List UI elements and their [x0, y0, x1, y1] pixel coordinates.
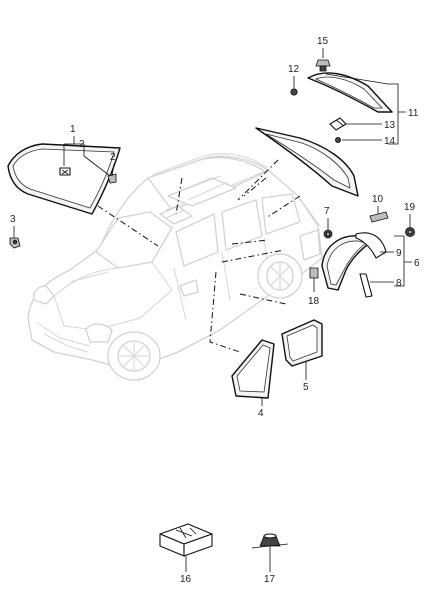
nut-part-15: [315, 59, 331, 72]
screw-part-19: [405, 227, 415, 237]
windshield-glass: [7, 143, 121, 215]
trim-strip: [359, 273, 373, 298]
callout-19: 19: [404, 202, 416, 213]
callout-13: 13: [384, 120, 396, 131]
adhesive-kit-box: [159, 523, 213, 557]
callout-12: 12: [288, 64, 300, 75]
callout-9: 9: [396, 248, 402, 259]
callout-6: 6: [414, 258, 420, 269]
callout-2-under-1: 2: [79, 139, 85, 150]
callout-4: 4: [258, 408, 264, 419]
callout-11: 11: [408, 108, 419, 119]
clip-part-2: [107, 173, 117, 184]
clip-part-10: [369, 211, 389, 223]
leader-lines: [13, 48, 412, 572]
callout-1: 1: [70, 124, 76, 135]
bracket-part-13: [329, 117, 347, 131]
bracket-part-3: [9, 237, 21, 249]
rear-door-glass: [281, 319, 323, 367]
rear-spoiler-panel: [307, 72, 393, 113]
quarter-window-trim: [355, 232, 387, 259]
callout-3: 3: [10, 214, 16, 225]
front-door-glass: [231, 339, 275, 399]
washer-part-14: [334, 136, 341, 143]
callout-labels: 1 2 2 3 4 5 6 7 8 9 10 11 12 13 14 15 16…: [10, 36, 420, 585]
callout-8: 8: [396, 278, 402, 289]
rear-window-glass: [255, 127, 359, 197]
vehicle-outline: [27, 153, 323, 381]
callout-18: 18: [308, 296, 320, 307]
grommet-part-7: [323, 229, 333, 239]
callout-16: 16: [180, 574, 192, 585]
callout-2: 2: [110, 152, 116, 163]
fastener-part-12: [290, 88, 298, 96]
clip-part-18: [309, 267, 319, 279]
callout-7: 7: [324, 206, 330, 217]
primer-cartridge: [251, 533, 289, 549]
callout-15: 15: [317, 36, 329, 47]
callout-10: 10: [372, 194, 384, 205]
callout-17: 17: [264, 574, 276, 585]
callout-14: 14: [384, 136, 396, 147]
guide-lines: [97, 159, 301, 353]
callout-5: 5: [303, 382, 309, 393]
rear-quarter-window: [321, 235, 375, 291]
sensor-pad: [59, 167, 71, 176]
